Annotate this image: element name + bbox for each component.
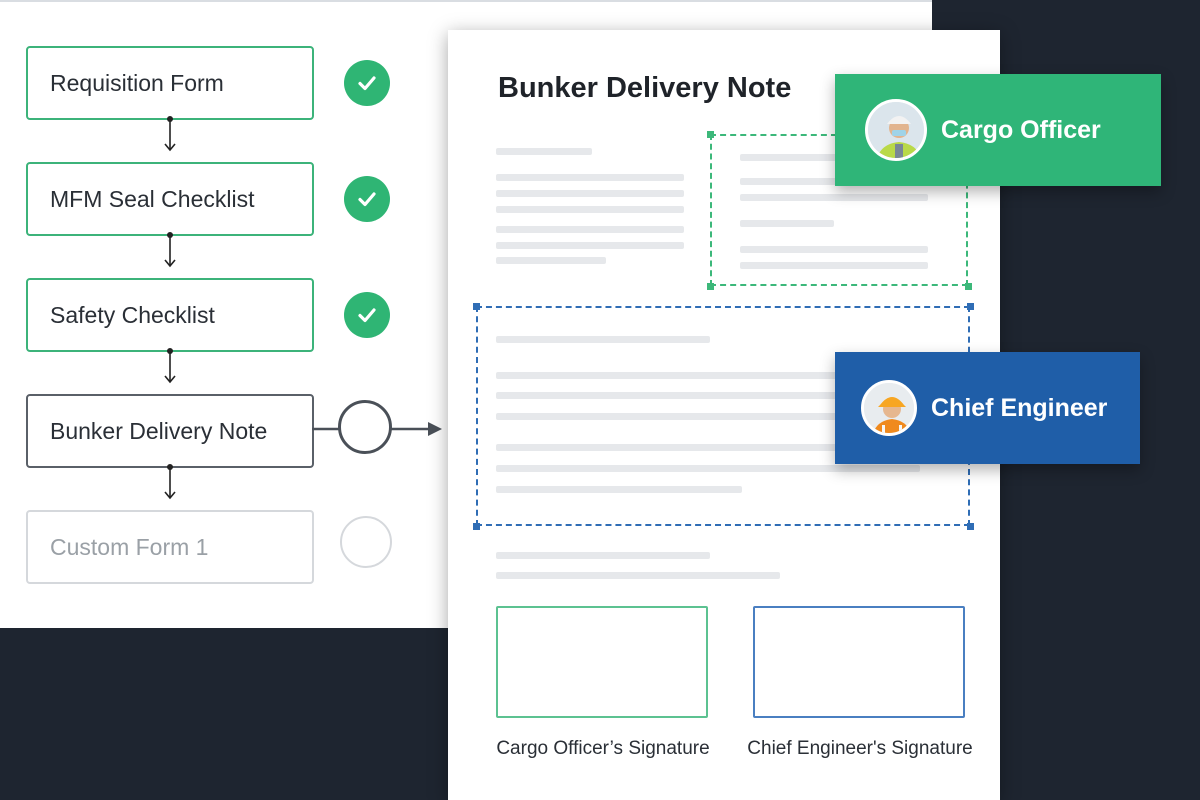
text-placeholder: [496, 190, 684, 197]
workflow-step-bunker-delivery-note[interactable]: Bunker Delivery Note: [26, 394, 314, 468]
workflow-step-mfm-seal-checklist[interactable]: MFM Seal Checklist: [26, 162, 314, 236]
text-placeholder: [496, 465, 920, 472]
down-arrow-icon: [164, 464, 176, 500]
step-label: Bunker Delivery Note: [50, 417, 268, 444]
text-placeholder: [496, 444, 920, 451]
text-placeholder: [496, 206, 684, 213]
text-placeholder: [496, 413, 920, 420]
text-placeholder: [496, 336, 710, 343]
resize-handle[interactable]: [707, 131, 714, 138]
text-placeholder: [496, 486, 742, 493]
role-label: Chief Engineer: [931, 393, 1108, 422]
text-placeholder: [740, 220, 834, 227]
text-placeholder: [496, 226, 684, 233]
resize-handle[interactable]: [473, 303, 480, 310]
text-placeholder: [496, 242, 684, 249]
step-label: Custom Form 1: [50, 533, 209, 560]
pending-step-indicator: [340, 516, 392, 568]
text-placeholder: [496, 392, 920, 399]
role-label: Cargo Officer: [941, 115, 1101, 144]
chief-engineer-signature-label: Chief Engineer's Signature: [747, 738, 973, 759]
step-label: Requisition Form: [50, 69, 224, 96]
text-placeholder: [740, 154, 928, 161]
cargo-officer-role-tag[interactable]: Cargo Officer: [835, 74, 1161, 186]
resize-handle[interactable]: [967, 303, 974, 310]
step-label: MFM Seal Checklist: [50, 185, 255, 212]
text-placeholder: [740, 262, 928, 269]
resize-handle[interactable]: [965, 283, 972, 290]
down-arrow-icon: [164, 348, 176, 384]
text-placeholder: [496, 552, 710, 559]
text-placeholder: [740, 246, 928, 253]
text-placeholder: [740, 178, 928, 185]
resize-handle[interactable]: [473, 523, 480, 530]
workflow-step-custom-form-1[interactable]: Custom Form 1: [26, 510, 314, 584]
checkmark-icon: [344, 292, 390, 338]
current-step-indicator: [338, 400, 392, 454]
workflow-step-safety-checklist[interactable]: Safety Checklist: [26, 278, 314, 352]
down-arrow-icon: [164, 232, 176, 268]
engineer-avatar-icon: [861, 380, 917, 436]
resize-handle[interactable]: [967, 523, 974, 530]
document-title: Bunker Delivery Note: [498, 72, 792, 104]
text-placeholder: [496, 257, 606, 264]
worker-avatar-icon: [865, 99, 927, 161]
resize-handle[interactable]: [707, 283, 714, 290]
text-placeholder: [496, 174, 684, 181]
text-placeholder: [496, 572, 780, 579]
step-label: Safety Checklist: [50, 301, 215, 328]
text-placeholder: [496, 148, 592, 155]
chief-engineer-signature-box[interactable]: [753, 606, 965, 718]
right-arrow-icon: [312, 422, 442, 436]
cargo-officer-signature-label: Cargo Officer’s Signature: [496, 738, 710, 759]
checkmark-icon: [344, 176, 390, 222]
workflow-step-requisition-form[interactable]: Requisition Form: [26, 46, 314, 120]
cargo-officer-signature-box[interactable]: [496, 606, 708, 718]
checkmark-icon: [344, 60, 390, 106]
text-placeholder: [496, 372, 920, 379]
down-arrow-icon: [164, 116, 176, 152]
chief-engineer-role-tag[interactable]: Chief Engineer: [835, 352, 1140, 464]
text-placeholder: [740, 194, 928, 201]
